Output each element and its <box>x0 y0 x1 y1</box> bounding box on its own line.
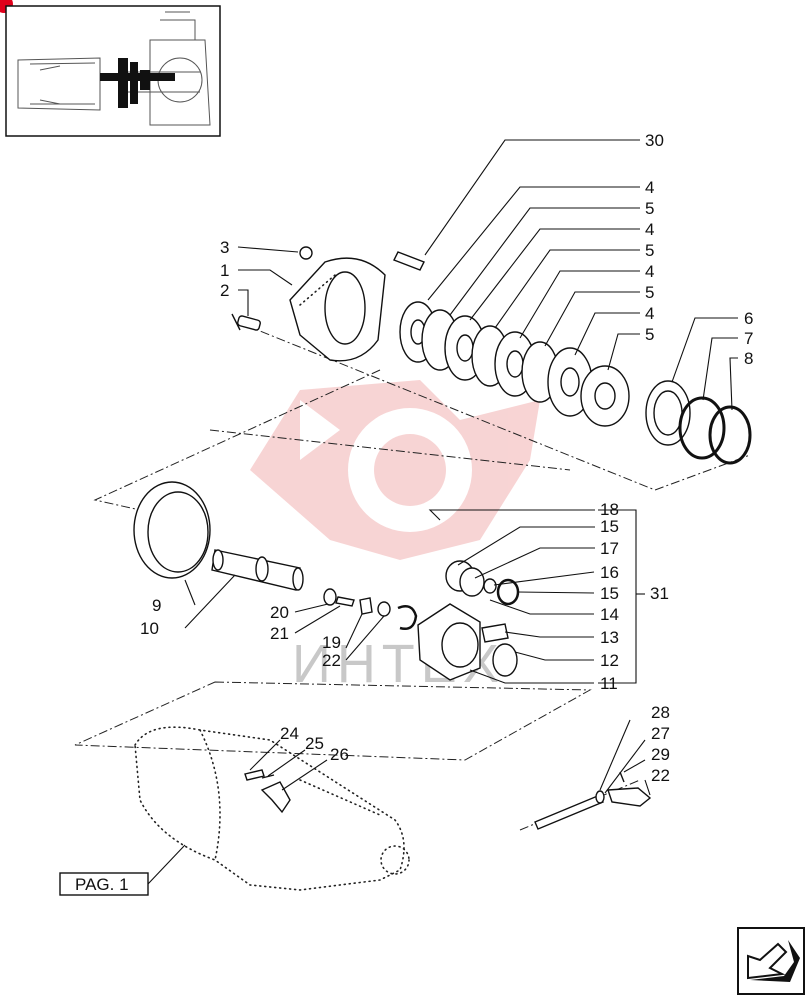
callout-6: 6 <box>744 309 753 328</box>
callout-8: 8 <box>744 349 753 368</box>
snap-ring-18[interactable] <box>397 605 418 630</box>
callout-2: 2 <box>220 281 229 300</box>
roller-13[interactable] <box>481 623 509 643</box>
callout-26: 26 <box>330 745 349 764</box>
splined-shaft-10[interactable] <box>211 549 304 591</box>
callout-19: 19 <box>322 633 341 652</box>
callout-29: 29 <box>651 745 670 764</box>
clutch-housing[interactable] <box>289 257 386 362</box>
callout-24: 24 <box>280 724 299 743</box>
bearing-seal-9[interactable] <box>133 481 211 579</box>
callout-21: 21 <box>270 624 289 643</box>
washer-20[interactable] <box>323 588 337 606</box>
fork-26[interactable] <box>260 781 291 814</box>
carrier-11[interactable] <box>417 603 481 681</box>
page-reference-label: PAG. 1 <box>75 875 129 894</box>
dowel-pin[interactable] <box>393 251 425 271</box>
callout-labels: 30 4 5 4 5 4 5 4 5 6 7 8 3 1 2 18 15 17 … <box>140 131 753 785</box>
collar-27[interactable] <box>595 790 605 804</box>
next-page-arrow-icon[interactable] <box>737 927 805 995</box>
callout-4: 4 <box>645 220 654 239</box>
callout-5: 5 <box>645 241 654 260</box>
callout-27: 27 <box>651 724 670 743</box>
washer-22[interactable] <box>377 601 391 617</box>
callout-15: 15 <box>600 517 619 536</box>
axle-housing[interactable] <box>134 726 410 891</box>
callout-5: 5 <box>645 325 654 344</box>
callout-14: 14 <box>600 605 619 624</box>
gear-17[interactable] <box>445 560 485 597</box>
callout-30: 30 <box>645 131 664 150</box>
clutch-disc-pack[interactable] <box>399 301 630 427</box>
callout-10: 10 <box>140 619 159 638</box>
callout-7: 7 <box>744 329 753 348</box>
callout-1: 1 <box>220 261 229 280</box>
callout-22: 22 <box>651 766 670 785</box>
leader-lines <box>147 139 738 885</box>
callout-20: 20 <box>270 603 289 622</box>
page-reference-box[interactable]: PAG. 1 <box>59 872 149 896</box>
callout-3: 3 <box>220 238 229 257</box>
seal-ring-7[interactable] <box>678 396 726 460</box>
watermark-logo <box>250 380 540 560</box>
callout-31: 31 <box>650 584 669 603</box>
callout-16: 16 <box>600 563 619 582</box>
washer-16[interactable] <box>483 578 497 594</box>
overview-thumbnail[interactable] <box>5 5 221 137</box>
fork-22-lower[interactable] <box>607 787 652 807</box>
callout-11: 11 <box>600 674 618 693</box>
housing-nut[interactable] <box>299 246 313 260</box>
callout-15: 15 <box>600 584 619 603</box>
callout-4: 4 <box>645 178 654 197</box>
pin-24[interactable] <box>244 769 265 781</box>
callout-13: 13 <box>600 628 619 647</box>
callout-4: 4 <box>645 304 654 323</box>
callout-17: 17 <box>600 539 619 558</box>
callout-5: 5 <box>645 199 654 218</box>
clip-19[interactable] <box>359 597 373 615</box>
bearing-12[interactable] <box>492 643 518 677</box>
pin-21[interactable] <box>335 596 355 607</box>
callout-5: 5 <box>645 283 654 302</box>
housing-bolt[interactable] <box>231 313 261 331</box>
callout-12: 12 <box>600 651 619 670</box>
callout-4: 4 <box>645 262 654 281</box>
callout-22: 22 <box>322 651 341 670</box>
callout-9: 9 <box>152 596 161 615</box>
spring-pin-29[interactable] <box>619 771 625 783</box>
callout-18: 18 <box>600 500 619 519</box>
callout-28: 28 <box>651 703 670 722</box>
callout-25: 25 <box>305 734 324 753</box>
seal-ring-8[interactable] <box>708 405 752 465</box>
spring-25[interactable] <box>261 774 275 779</box>
shift-rod-28[interactable] <box>534 794 604 830</box>
